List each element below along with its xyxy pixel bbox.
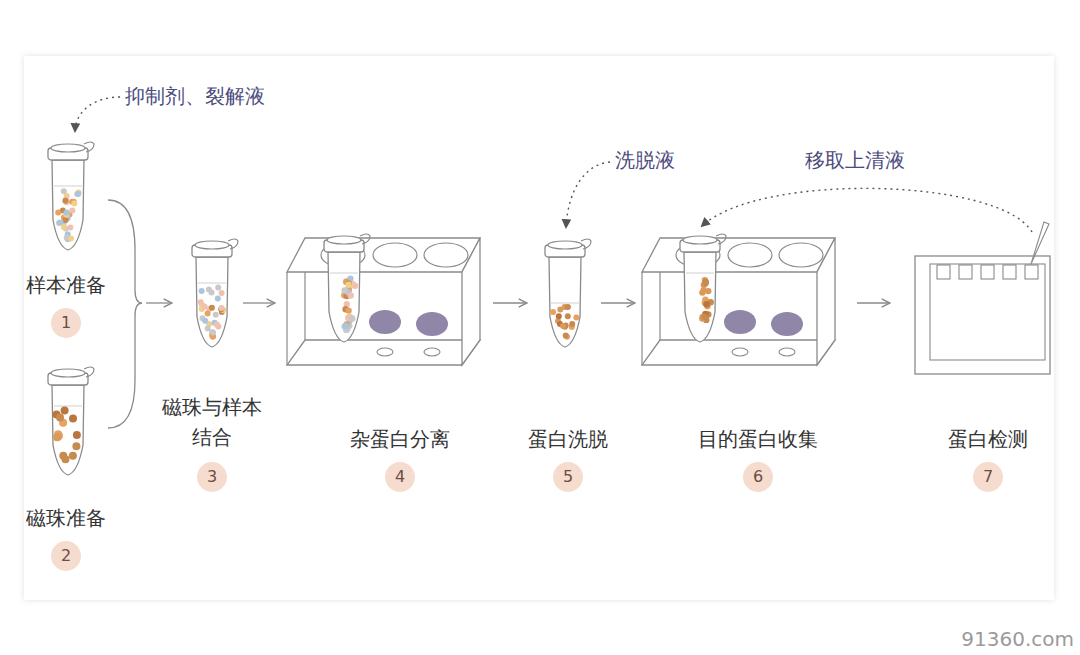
step-number-circle: 目的蛋白收集6	[743, 462, 773, 492]
step-label: 样本准备	[26, 272, 106, 298]
step-number-circle: 蛋白洗脱5	[553, 462, 583, 492]
step-number: 3	[207, 469, 217, 485]
step-number: 4	[395, 469, 405, 485]
step-number: 1	[61, 315, 71, 331]
watermark: 91360.com	[961, 626, 1074, 652]
step-number: 5	[563, 469, 573, 485]
step-number-circle: 蛋白检测7	[973, 462, 1003, 492]
callout-text: 移取上清液	[805, 147, 905, 173]
step-number-circle: 磁珠准备2	[51, 541, 81, 571]
step-number-circle: 样本准备1	[51, 308, 81, 338]
step-label: 磁珠与样本 结合	[157, 392, 267, 452]
background-card	[24, 56, 1054, 600]
step-number: 7	[983, 469, 993, 485]
step-label: 目的蛋白收集	[698, 426, 818, 452]
step-number: 6	[753, 469, 763, 485]
callout-text: 洗脱液	[615, 147, 675, 173]
step-label: 蛋白洗脱	[528, 426, 608, 452]
step-number: 2	[61, 548, 71, 564]
step-number-circle: 杂蛋白分离4	[385, 462, 415, 492]
callout-text: 抑制剂、裂解液	[125, 83, 265, 109]
step-label: 磁珠准备	[26, 505, 106, 531]
step-label: 蛋白检测	[948, 426, 1028, 452]
step-label: 杂蛋白分离	[350, 426, 450, 452]
step-number-circle: 磁珠与样本 结合3	[197, 462, 227, 492]
